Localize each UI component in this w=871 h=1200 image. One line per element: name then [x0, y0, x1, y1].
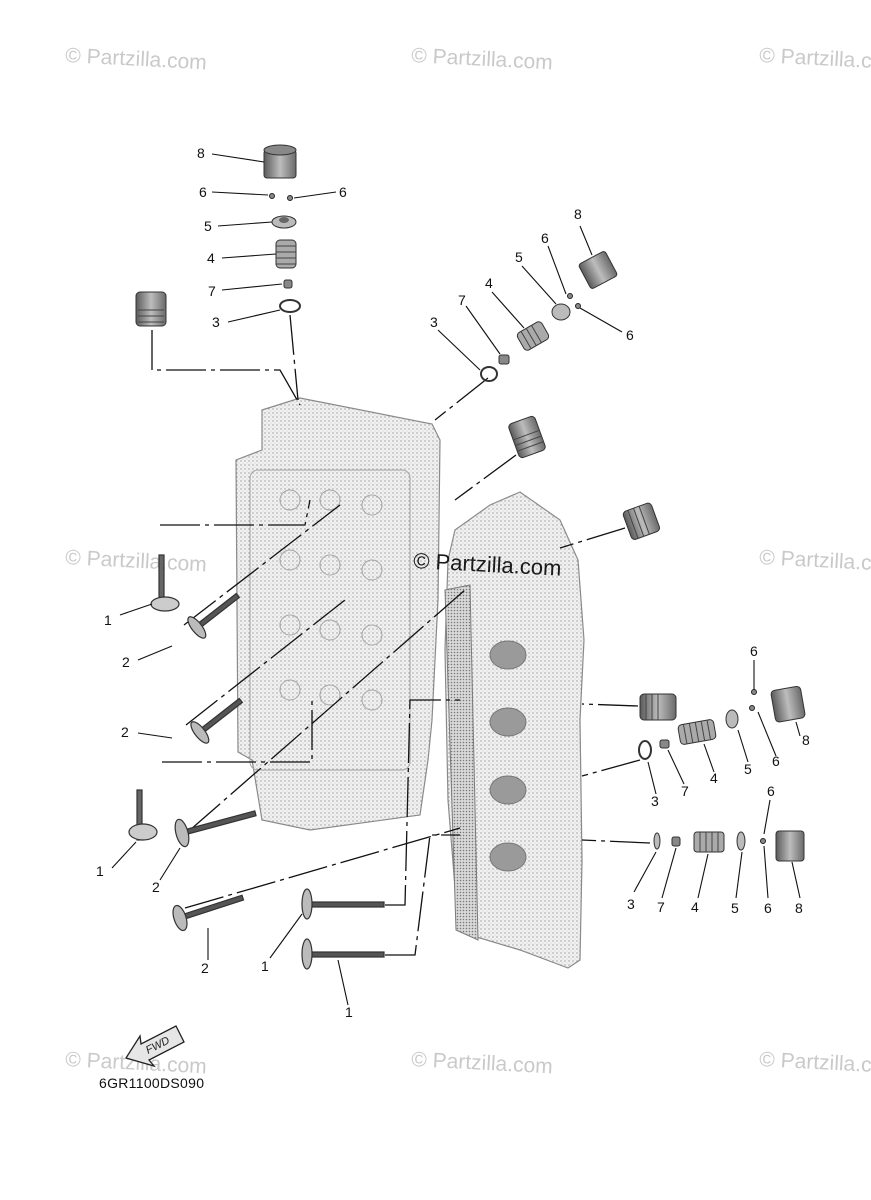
callout-6: 6: [772, 753, 780, 769]
callout-6: 6: [767, 783, 775, 799]
callout-2: 2: [152, 879, 160, 895]
callout-5: 5: [204, 218, 212, 234]
callout-ticks: [111, 153, 801, 1006]
callout-1: 1: [261, 958, 269, 974]
leader-lines: [151, 314, 651, 956]
callout-6: 6: [541, 230, 549, 246]
valve-train-top-left: [263, 144, 301, 313]
callout-4: 4: [691, 899, 699, 915]
valves-left: [128, 554, 385, 970]
callout-1: 1: [104, 612, 112, 628]
callout-6: 6: [199, 184, 207, 200]
callout-6: 6: [339, 184, 347, 200]
callout-3: 3: [627, 896, 635, 912]
callout-4: 4: [207, 250, 215, 266]
callout-7: 7: [458, 292, 466, 308]
callout-1: 1: [96, 863, 104, 879]
callout-5: 5: [744, 761, 752, 777]
valve-train-right-rows: [638, 685, 806, 862]
callout-4: 4: [710, 770, 718, 786]
fwd-arrow-icon: FWD: [124, 1025, 185, 1068]
callout-6: 6: [750, 643, 758, 659]
callout-6: 6: [764, 900, 772, 916]
diagram-code: 6GR1100DS090: [99, 1075, 205, 1091]
callout-5: 5: [731, 900, 739, 916]
valve-train-top-right: [480, 251, 661, 540]
callout-7: 7: [657, 899, 665, 915]
callout-8: 8: [197, 145, 205, 161]
callout-3: 3: [212, 314, 220, 330]
callout-3: 3: [430, 314, 438, 330]
callout-1: 1: [345, 1004, 353, 1020]
callout-7: 7: [208, 283, 216, 299]
callout-8: 8: [802, 732, 810, 748]
callout-8: 8: [574, 206, 582, 222]
callout-2: 2: [122, 654, 130, 670]
valve-lifter-left: [135, 291, 167, 327]
cylinder-head-left: [235, 397, 441, 831]
callout-8: 8: [795, 900, 803, 916]
callout-4: 4: [485, 275, 493, 291]
callout-2: 2: [121, 724, 129, 740]
callout-2: 2: [201, 960, 209, 976]
callout-6: 6: [626, 327, 634, 343]
callout-labels: 8 6 6 5 4 7 3 3 7 4 5 6 8 6 1 2 2 1 2 2 …: [96, 145, 810, 1020]
callout-5: 5: [515, 249, 523, 265]
cylinder-head-right: [444, 491, 585, 969]
callout-3: 3: [651, 793, 659, 809]
callout-7: 7: [681, 783, 689, 799]
